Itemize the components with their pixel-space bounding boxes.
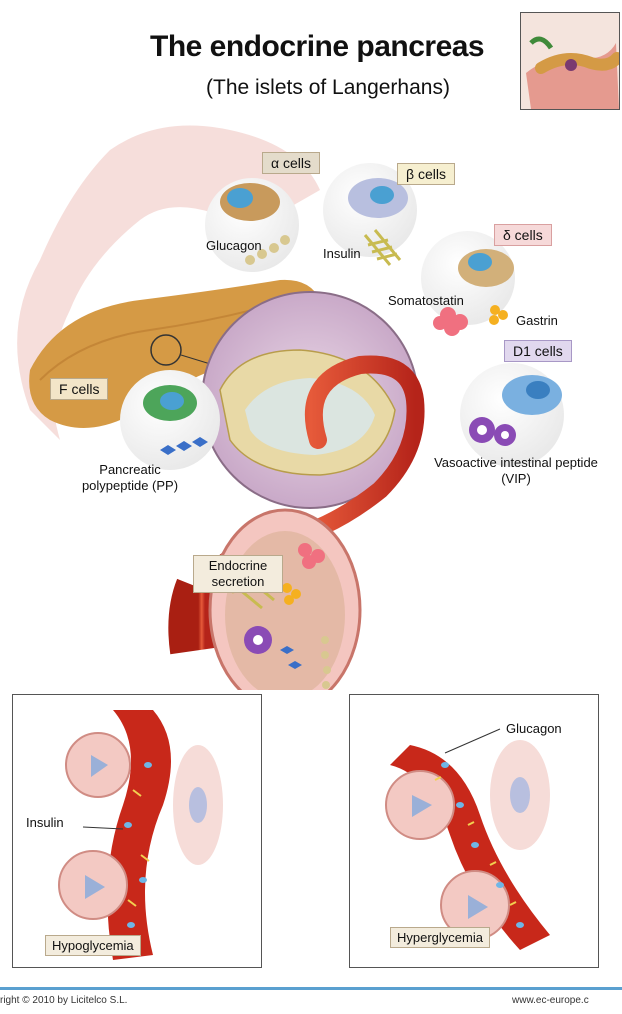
hypoglycemia-caption: Hypoglycemia xyxy=(45,935,141,956)
d1-cells-tag: D1 cells xyxy=(504,340,572,362)
somatostatin-label: Somatostatin xyxy=(388,293,464,308)
f-cells-tag: F cells xyxy=(50,378,108,400)
copyright-text: right © 2010 by Licitelco S.L. xyxy=(0,995,127,1006)
hypoglycemia-illustration xyxy=(13,695,261,967)
beta-cells-tag: β cells xyxy=(397,163,455,185)
delta-cells-tag: δ cells xyxy=(494,224,552,246)
vip-label: Vasoactive intestinal peptide (VIP) xyxy=(411,455,621,487)
vip-label-line1: Vasoactive intestinal peptide xyxy=(411,455,621,471)
footer-divider xyxy=(0,987,622,990)
d1-cell-bubble xyxy=(460,363,564,467)
pp-label: Pancreatic polypeptide (PP) xyxy=(70,462,190,494)
pancreas-thumbnail xyxy=(520,12,620,110)
endocrine-secretion-line1: Endocrine xyxy=(194,558,282,574)
vessel-cross-section xyxy=(210,510,360,690)
page-title: The endocrine pancreas xyxy=(150,30,484,64)
insulin-panel-label: Insulin xyxy=(26,815,64,830)
page-subtitle: (The islets of Langerhans) xyxy=(206,76,450,100)
endocrine-secretion-label: Endocrine secretion xyxy=(193,555,283,593)
f-cell-bubble xyxy=(120,370,220,470)
hyperglycemia-panel: Glucagon Hyperglycemia xyxy=(349,694,599,968)
alpha-cells-tag: α cells xyxy=(262,152,320,174)
glucagon-label: Glucagon xyxy=(206,238,262,253)
gastrin-label: Gastrin xyxy=(516,313,558,328)
hyperglycemia-caption: Hyperglycemia xyxy=(390,927,490,948)
website-link[interactable]: www.ec-europe.c xyxy=(512,995,589,1006)
endocrine-secretion-line2: secretion xyxy=(194,574,282,590)
islets-illustration xyxy=(0,110,622,690)
insulin-label: Insulin xyxy=(323,246,361,261)
pp-label-line1: Pancreatic xyxy=(70,462,190,478)
pp-label-line2: polypeptide (PP) xyxy=(70,478,190,494)
glucagon-panel-label: Glucagon xyxy=(506,721,562,736)
delta-cell-bubble xyxy=(421,231,515,336)
alpha-cell-bubble xyxy=(205,178,299,272)
vip-label-line2: (VIP) xyxy=(411,471,621,487)
hypoglycemia-panel: Insulin Hypoglycemia xyxy=(12,694,262,968)
